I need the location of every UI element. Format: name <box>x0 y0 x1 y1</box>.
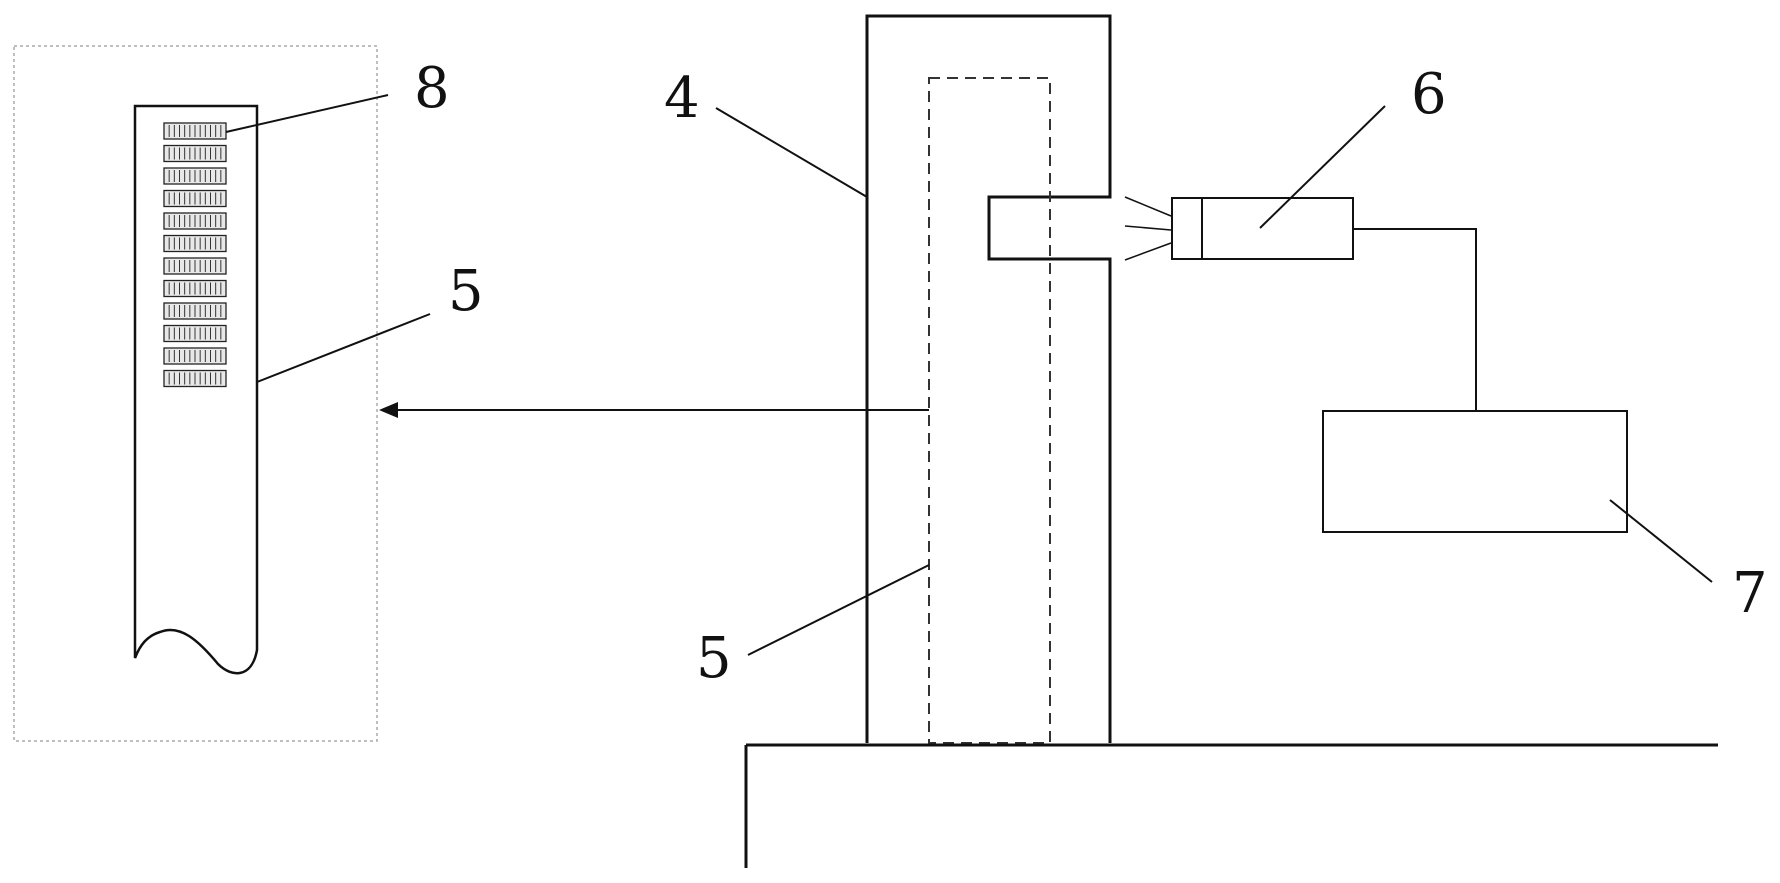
leader-6 <box>1259 105 1386 229</box>
leader-7 <box>1609 499 1713 583</box>
pattern-segment <box>163 347 227 365</box>
dot-pattern-group <box>163 122 227 388</box>
column-assembly: 4 5 <box>664 14 1112 744</box>
processor-box <box>1322 410 1628 533</box>
sensor-beam <box>1124 196 1172 261</box>
label-4: 4 <box>664 66 700 131</box>
column-outline <box>865 14 1112 743</box>
leader-4 <box>715 107 868 198</box>
leader-5-inner <box>747 564 930 656</box>
base <box>744 743 1718 868</box>
pattern-segment <box>163 257 227 275</box>
pattern-segment <box>163 167 227 185</box>
pattern-segment <box>163 369 227 388</box>
sensor-cable <box>1353 228 1477 411</box>
leader-8 <box>225 94 389 133</box>
sensor-body <box>1171 197 1354 260</box>
label-7: 7 <box>1732 561 1768 626</box>
inner-strip-dashed <box>928 77 1051 744</box>
pattern-segment <box>163 279 227 298</box>
pattern-segment <box>163 122 227 140</box>
pattern-segment <box>163 212 227 230</box>
label-5-detail: 5 <box>448 259 484 324</box>
label-6: 6 <box>1411 62 1447 127</box>
label-5-inner: 5 <box>696 626 732 691</box>
pattern-segment <box>163 324 227 343</box>
detail-arrow <box>379 402 929 418</box>
processor-box-group: 7 <box>1322 410 1768 626</box>
arrow-head <box>379 402 398 418</box>
leader-5-detail <box>256 313 431 383</box>
pattern-segment <box>163 144 227 163</box>
detail-strip <box>133 104 259 675</box>
pattern-segment <box>163 302 227 320</box>
detail-frame <box>13 45 378 742</box>
sensor-assembly: 6 <box>1124 62 1447 261</box>
label-8: 8 <box>414 56 450 121</box>
detail-view: 8 5 <box>13 45 484 742</box>
pattern-segment <box>163 234 227 253</box>
pattern-segment <box>163 189 227 208</box>
